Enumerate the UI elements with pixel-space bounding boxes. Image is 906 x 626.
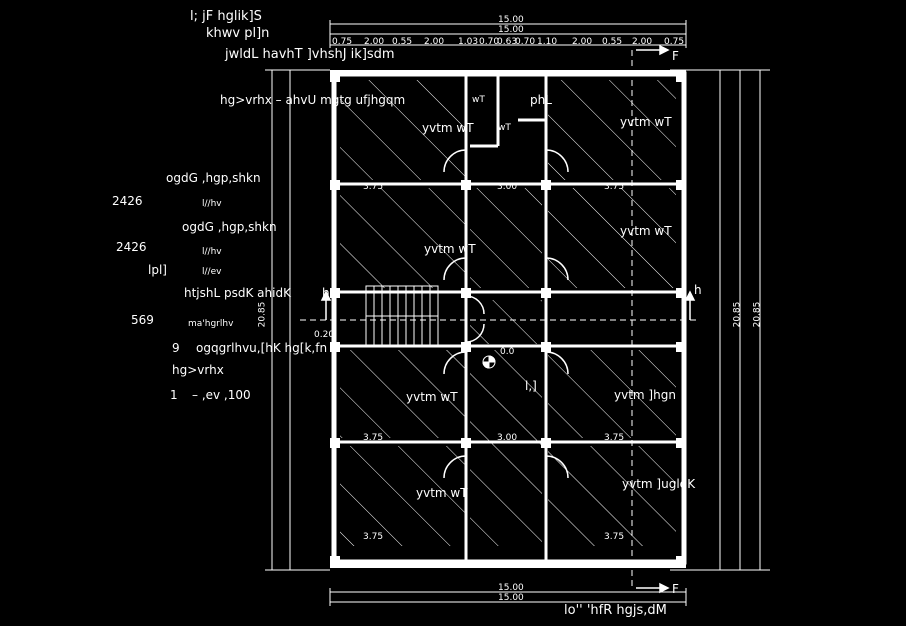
dim-seg-11: 0.55 <box>602 37 623 47</box>
dim-seg-13: 0.75 <box>664 37 685 47</box>
note-7: htjshL psdK ahidK <box>184 286 291 300</box>
drawing-caption: lo'' 'hfR hgjs,dM <box>564 603 667 618</box>
side-number-f: 1 <box>170 388 178 402</box>
note-11: – ,ev ,100 <box>192 388 251 402</box>
side-number-c: lpl] <box>148 263 167 277</box>
top-dimension-lines <box>329 20 687 48</box>
bottom-dimension-lines <box>329 588 687 606</box>
dim-seg-6: 0.70 <box>479 37 500 47</box>
side-number-a: 2426 <box>112 194 143 208</box>
room-label-3: yvtm wT <box>424 242 476 256</box>
note-6: l//ev <box>202 267 222 277</box>
note-5: l//hv <box>202 247 222 257</box>
dim-seg-2: 2.00 <box>364 37 385 47</box>
section-marker-f-top: F <box>672 49 679 63</box>
dim-seg-8: 0.70 <box>515 37 536 47</box>
dim-seg-5: 1.03 <box>458 37 479 47</box>
room-label-9: yvtm ]ugldK <box>622 477 696 491</box>
room-label-5: yvtm wT <box>406 390 458 404</box>
side-number-e: 9 <box>172 341 180 355</box>
dim-overall-top-2: 15.00 <box>498 25 524 35</box>
title-line-2: khwv pl]n <box>206 26 270 41</box>
dim-overall-top-1: 15.00 <box>498 15 524 25</box>
dim-row-c-2: 3.75 <box>604 433 625 443</box>
section-arrows <box>320 44 696 594</box>
bath-label-1: wT <box>472 95 485 105</box>
dim-row-c-3: 3.75 <box>604 532 625 542</box>
dim-seg-1: 0.75 <box>332 37 353 47</box>
room-label-2: yvtm wT <box>620 115 672 129</box>
door-swings <box>443 149 569 479</box>
top-slab <box>330 70 686 76</box>
side-number-d: 569 <box>131 313 154 327</box>
room-hatching <box>340 80 676 546</box>
elevation-value: 0.0 <box>500 347 515 357</box>
stair <box>365 285 439 347</box>
room-label-4: yvtm wT <box>620 224 672 238</box>
note-10: hg>vrhx <box>172 363 224 377</box>
left-dimension-lines <box>265 69 330 571</box>
base-slab <box>330 560 686 568</box>
bath-label-2: wT <box>498 123 511 133</box>
interior-walls <box>340 76 684 560</box>
note-4: ogdG ,hgp,shkn <box>182 220 277 234</box>
dim-seg-7: 0.63 <box>497 37 518 47</box>
dim-seg-9: 1.10 <box>537 37 558 47</box>
note-1: hg>vrhx – ahvU mgtg ufjhgqm <box>220 93 406 107</box>
note-8: ma'hgrlhv <box>188 319 234 329</box>
section-marker-h-left: h <box>322 286 330 300</box>
section-lines <box>300 50 700 590</box>
title-line-3: jwldL havhT ]vhshJ ik]sdm <box>225 47 395 62</box>
dim-overall-bottom-2: 15.00 <box>498 593 524 603</box>
section-marker-f-bottom: F <box>672 582 679 596</box>
dim-seg-3: 0.55 <box>392 37 413 47</box>
level-marker <box>482 355 496 369</box>
dim-row-a-1: 3.75 <box>363 182 384 192</box>
kitchen-label: phL <box>530 93 552 107</box>
room-label-7: yvtm ]hgn <box>614 388 676 402</box>
section-marker-h-right: h <box>694 283 702 297</box>
dim-overall-bottom-1: 15.00 <box>498 583 524 593</box>
dim-left-total: 20.85 <box>257 301 268 328</box>
title-line-1: l; jF hglik]S <box>190 9 262 24</box>
note-2: ogdG ,hgp,shkn <box>166 171 261 185</box>
side-number-b: 2426 <box>116 240 147 254</box>
dim-right-total-1: 20.85 <box>732 301 743 328</box>
dim-seg-10: 2.00 <box>572 37 593 47</box>
dim-seg-4: 2.00 <box>424 37 445 47</box>
dim-seg-12: 2.00 <box>632 37 653 47</box>
room-label-1: yvtm wT <box>422 121 474 135</box>
note-9: ogqgrlhvu,[hK hg[k,fn <box>196 341 328 355</box>
level-value: 0.20 <box>314 330 335 340</box>
dim-right-total-2: 20.85 <box>752 301 763 328</box>
right-dimension-lines <box>670 69 770 571</box>
room-label-8: yvtm wT <box>416 486 468 500</box>
hall-label: l,] <box>525 379 537 393</box>
dim-row-c-1: 3.75 <box>604 182 625 192</box>
dim-row-b-1: 3.00 <box>497 182 518 192</box>
note-3: l//hv <box>202 199 222 209</box>
dim-row-a-3: 3.75 <box>363 532 384 542</box>
dim-row-a-2: 3.75 <box>363 433 384 443</box>
columns <box>330 72 686 566</box>
dim-row-b-2: 3.00 <box>497 433 518 443</box>
